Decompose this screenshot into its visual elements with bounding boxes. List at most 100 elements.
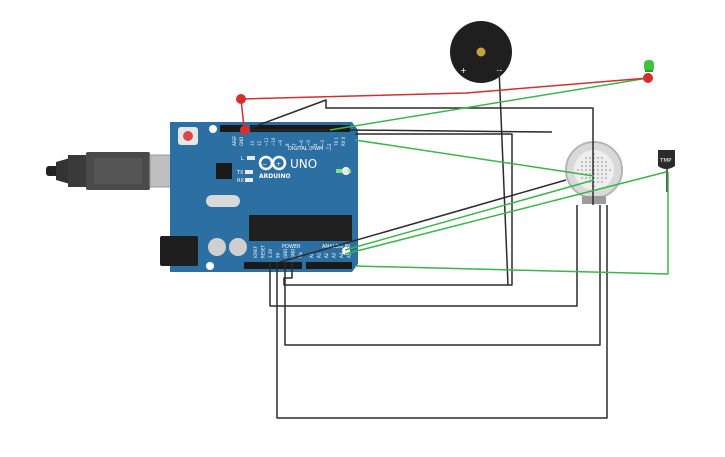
reset-button[interactable]	[178, 127, 198, 145]
mount-hole	[209, 125, 217, 133]
mesh-dot	[580, 160, 584, 164]
mount-hole	[206, 262, 214, 270]
mesh-dot	[580, 168, 584, 172]
pin-label: A3	[332, 252, 337, 258]
pin-label: 12	[257, 140, 262, 146]
pin-label: GND	[283, 249, 288, 258]
wire-junction	[643, 73, 653, 83]
wire-green	[344, 179, 595, 251]
wire-black	[276, 205, 608, 419]
power-header[interactable]	[244, 262, 302, 269]
pin-label: A1	[317, 252, 322, 258]
mesh-dot	[600, 164, 604, 168]
pin-label: RESET	[261, 245, 266, 258]
mesh-dot	[600, 156, 604, 160]
mesh-dot	[596, 164, 600, 168]
wire-green	[354, 172, 669, 275]
mesh-dot	[596, 168, 600, 172]
wire-black	[498, 67, 509, 286]
pin-label: 5V	[276, 252, 281, 258]
pin-label: ~10	[271, 137, 276, 146]
board-model: UNO	[290, 157, 317, 171]
mesh-dot	[584, 168, 588, 172]
pin-label: ~9	[278, 140, 283, 146]
digital-label: DIGITAL (PWM ~)	[288, 146, 331, 152]
arduino-board[interactable]: TX RX L − + ARDUINO UNO ON DIGITAL (PWM …	[160, 122, 358, 272]
svg-text:+: +	[276, 161, 281, 168]
mesh-dot	[604, 164, 608, 168]
mesh-dot	[584, 164, 588, 168]
pin-label: 2	[327, 143, 332, 146]
mesh-dot	[588, 176, 592, 180]
pin-label: A4	[339, 252, 344, 258]
mesh-dot	[600, 160, 604, 164]
mesh-dot	[588, 164, 592, 168]
analog-label: ANALOG IN	[322, 244, 350, 250]
pin-label: A2	[324, 252, 329, 258]
mesh-dot	[604, 172, 608, 176]
wire-black	[284, 205, 601, 346]
mesh-dot	[576, 168, 580, 172]
l-label: L	[241, 156, 244, 162]
mesh-dot	[600, 180, 604, 184]
aref-label: AREF	[232, 135, 237, 146]
pin-label: ~5	[306, 140, 311, 146]
power-jack	[160, 236, 198, 266]
temperature-sensor[interactable]: TMP	[658, 150, 675, 169]
mesh-dot	[604, 168, 608, 172]
l-led	[247, 156, 255, 160]
mesh-dot	[600, 168, 604, 172]
mesh-dot	[588, 156, 592, 160]
pin-label: 13	[250, 140, 255, 146]
on-led	[336, 169, 342, 173]
arduino-logo-icon: − +	[258, 155, 287, 171]
mesh-dot	[580, 176, 584, 180]
mesh-dot	[604, 160, 608, 164]
buzzer[interactable]: + −	[450, 21, 512, 83]
mesh-dot	[584, 156, 588, 160]
mesh-dot	[588, 168, 592, 172]
mesh-dot	[596, 176, 600, 180]
crystal	[206, 195, 240, 207]
wire-black	[244, 99, 594, 205]
tx-led	[245, 170, 253, 174]
pin-label: ~3	[320, 140, 325, 146]
pin-label: A5	[347, 252, 352, 258]
rx-label: RX	[237, 178, 244, 184]
rx-led	[245, 178, 253, 182]
wire-green	[329, 77, 649, 131]
mesh-dot	[596, 160, 600, 164]
analog-header[interactable]	[306, 262, 352, 269]
pin-label: TX 1	[334, 137, 339, 147]
wire-green	[354, 139, 595, 177]
led[interactable]	[644, 60, 654, 72]
board-brand: ARDUINO	[259, 173, 290, 180]
pin-label: 4	[313, 143, 318, 146]
tmp-label: TMP	[659, 158, 672, 164]
pin-label: IOREF	[253, 245, 258, 258]
mesh-dot	[588, 160, 592, 164]
mount-hole	[342, 167, 350, 175]
mesh-dot	[584, 176, 588, 180]
mesh-dot	[596, 172, 600, 176]
mesh-dot	[584, 160, 588, 164]
mesh-dot	[596, 180, 600, 184]
power-label: POWER	[282, 244, 301, 250]
pin-label: 8	[285, 143, 290, 146]
mesh-dot	[588, 172, 592, 176]
wire-black	[269, 205, 578, 307]
pin-label: RX 0	[341, 136, 346, 146]
wire-black	[283, 133, 513, 286]
wires[interactable]	[236, 67, 669, 419]
wire-junction	[236, 94, 246, 104]
pin-label: A0	[309, 252, 314, 258]
mesh-dot	[608, 168, 612, 172]
digital-header[interactable]	[220, 125, 350, 132]
pin-label: Vin	[298, 251, 303, 258]
on-label: ON	[344, 169, 352, 175]
tx-label: TX	[236, 170, 244, 176]
mesh-dot	[604, 176, 608, 180]
